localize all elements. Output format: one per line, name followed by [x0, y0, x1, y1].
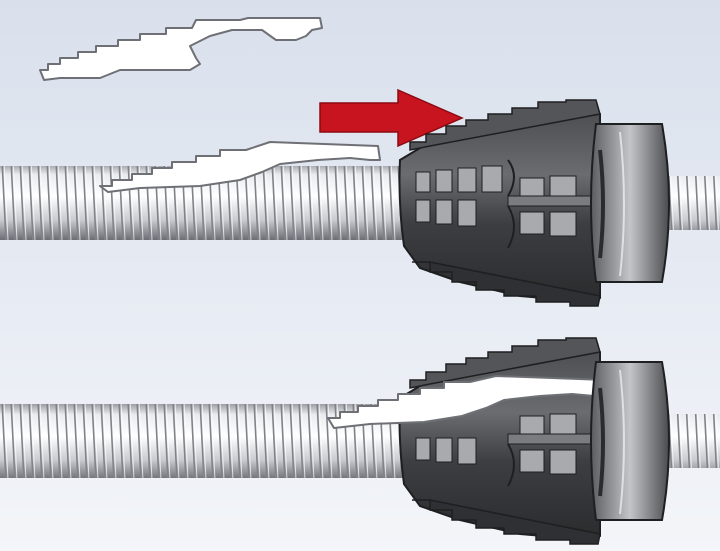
- threaded-rod-exit: [662, 176, 720, 230]
- step-1-insertion: [0, 17, 720, 307]
- anchor-cap-1: [590, 123, 670, 283]
- clip-piece-seated: [327, 375, 609, 429]
- anchor-body-1: [398, 99, 601, 307]
- clip-piece-detached: [39, 17, 323, 81]
- anchor-cap-2: [590, 361, 670, 521]
- step-2-engaged: [0, 337, 720, 545]
- clip-piece-sliding: [99, 141, 381, 193]
- arrow-right-icon: [319, 88, 464, 148]
- threaded-rod-exit-2: [662, 414, 720, 468]
